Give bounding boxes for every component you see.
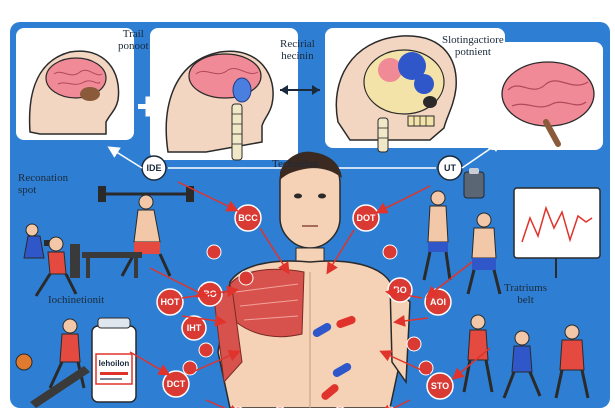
athlete-bottom-right-3 bbox=[556, 325, 588, 398]
reconation-label-line-1: Reconation bbox=[18, 172, 68, 184]
slotin-label-line-1: Slotingactiore bbox=[442, 34, 504, 46]
spine-icon bbox=[378, 118, 388, 152]
red-bubble-b1: BCC bbox=[235, 205, 261, 231]
red-bubble-b8: DCT bbox=[163, 371, 189, 397]
poster-background: IDE UT bbox=[10, 22, 610, 408]
red-connector-arrow bbox=[378, 186, 430, 212]
infographic-art: IDE UT bbox=[10, 22, 610, 408]
tratriums-label: Tratriums belt bbox=[504, 282, 547, 306]
red-bubble-circle bbox=[388, 278, 412, 302]
small-red-node bbox=[407, 337, 421, 351]
double-arrow-icon bbox=[280, 85, 320, 95]
reconation-label-line-2: spot bbox=[18, 184, 68, 196]
red-bubble-circle bbox=[235, 205, 261, 231]
techoidon-label: Techoidon bbox=[272, 158, 318, 170]
red-bubble-b6: AOI bbox=[425, 289, 451, 315]
recirial-label-line-2: hecinin bbox=[280, 50, 315, 62]
reconation-label: Reconation spot bbox=[18, 172, 68, 196]
clipboard-icon bbox=[464, 168, 484, 198]
trail-label-line-1: Trail bbox=[118, 28, 149, 40]
small-red-node bbox=[383, 245, 397, 259]
incline-bench-icon bbox=[30, 366, 90, 408]
trail-label: Trail ponoot bbox=[118, 28, 149, 52]
slotin-label-line-2: potnient bbox=[442, 46, 504, 58]
recirial-label-line-1: Recirial bbox=[280, 38, 315, 50]
red-bubble-b9: STO bbox=[427, 373, 453, 399]
red-bubble-circle bbox=[157, 289, 183, 315]
red-bubble-b5: BO bbox=[388, 278, 412, 302]
chart-icon bbox=[514, 188, 600, 278]
ide-node: IDE bbox=[142, 156, 166, 180]
red-bubble-b2: DOT bbox=[353, 205, 379, 231]
athlete-flex-figure bbox=[468, 213, 500, 294]
small-red-node bbox=[199, 343, 213, 357]
small-red-node bbox=[239, 271, 253, 285]
athlete-squat-figure bbox=[122, 195, 170, 276]
recirial-label: Recirial hecinin bbox=[280, 38, 315, 62]
ut-node: UT bbox=[438, 156, 462, 180]
athlete-bottom-right-1 bbox=[464, 315, 492, 392]
slotin-label: Slotingactiore potnient bbox=[442, 34, 504, 58]
red-bubble-circle bbox=[163, 371, 189, 397]
red-bubble-circle bbox=[427, 373, 453, 399]
connector-arrow bbox=[110, 148, 142, 168]
tratriums-label-line-2: belt bbox=[504, 294, 547, 306]
tratriums-label-line-1: Tratriums bbox=[504, 282, 547, 294]
bottle-icon: Iehoilon bbox=[92, 318, 136, 402]
spine-icon bbox=[232, 104, 242, 160]
red-connector-arrow bbox=[428, 262, 472, 296]
red-bubble-b3: HOT bbox=[157, 289, 183, 315]
red-bubble-circle bbox=[353, 205, 379, 231]
athlete-standing-figure bbox=[424, 191, 450, 280]
trail-label-line-2: ponoot bbox=[118, 40, 149, 52]
iochinetionit-label: Iochinetionit bbox=[48, 294, 104, 306]
athlete-bottom-right-2 bbox=[504, 331, 540, 398]
small-red-node bbox=[207, 245, 221, 259]
red-bubble-circle bbox=[425, 289, 451, 315]
